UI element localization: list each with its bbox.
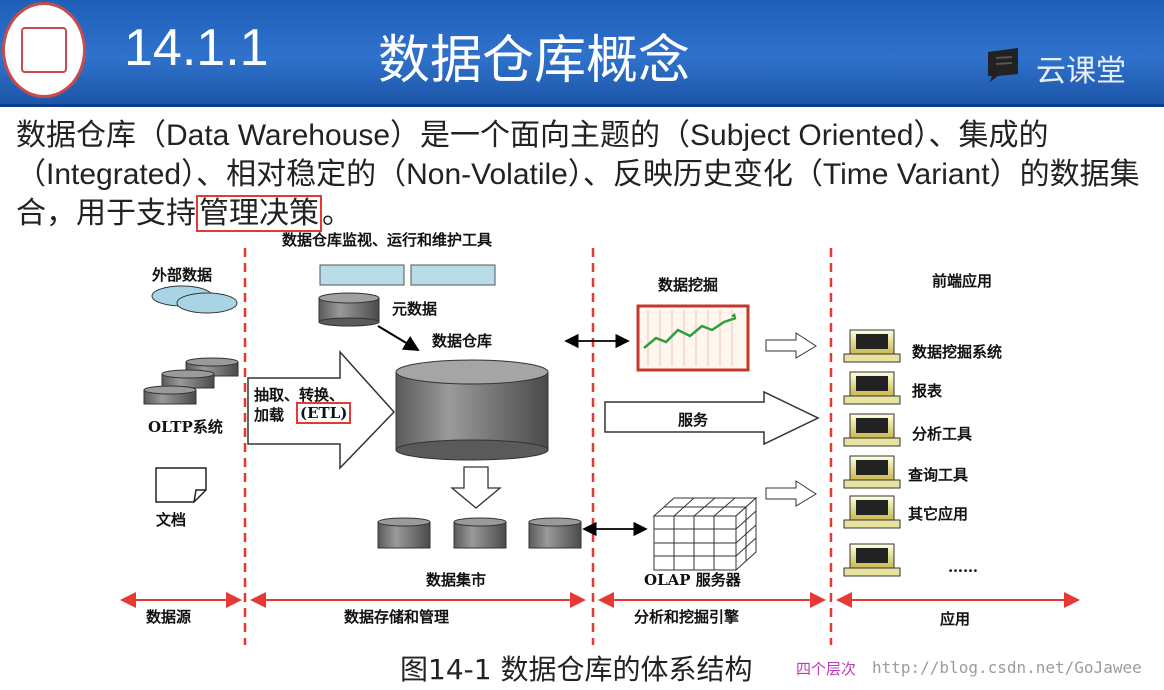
logo-emblem xyxy=(21,27,67,73)
mart-down-arrow xyxy=(450,466,502,509)
external-data-label: 外部数据 xyxy=(152,266,213,284)
external-data-icon xyxy=(151,285,238,314)
definition-end: 。 xyxy=(322,197,352,230)
layer-separators xyxy=(243,248,833,645)
metadata-icon xyxy=(318,292,380,327)
metadata-arrow xyxy=(377,325,420,352)
data-warehouse-icon xyxy=(395,359,549,461)
definition-paragraph: 数据仓库（Data Warehouse）是一个面向主题的（Subject Ori… xyxy=(16,116,1146,233)
oltp-database-icon xyxy=(143,357,239,405)
etl-label-line1: 抽取、转换、 xyxy=(254,386,345,404)
data-mining-label: 数据挖掘 xyxy=(658,276,719,294)
service-label: 服务 xyxy=(678,411,709,429)
warehouse-label: 数据仓库 xyxy=(432,332,493,350)
brand-text: 云课堂 xyxy=(1036,54,1126,89)
data-mart-label: 数据集市 xyxy=(426,571,487,589)
layer-label-app: 应用 xyxy=(940,610,971,628)
data-mining-chart-icon xyxy=(636,304,750,372)
metadata-label: 元数据 xyxy=(392,300,438,318)
app-item-4: 其它应用 xyxy=(908,505,969,523)
service-arrow xyxy=(604,390,820,446)
layer-label-engine: 分析和挖掘引擎 xyxy=(634,608,740,626)
computer-icons xyxy=(843,329,901,577)
definition-text: 数据仓库（Data Warehouse）是一个面向主题的（Subject Ori… xyxy=(16,119,1140,230)
highlight-management-decision: 管理决策 xyxy=(196,195,322,232)
docs-label: 文档 xyxy=(156,511,187,529)
brand-icon xyxy=(988,48,1018,82)
slide-title: 数据仓库概念 xyxy=(378,31,691,91)
monitor-tools-label: 数据仓库监视、运行和维护工具 xyxy=(282,231,493,249)
etl-arrow xyxy=(247,350,396,470)
section-number: 14.1.1 xyxy=(124,19,269,77)
oltp-label: OLTP系统 xyxy=(148,418,223,436)
mining-to-app-arrow xyxy=(765,332,817,359)
app-item-2: 分析工具 xyxy=(912,425,973,443)
data-mart-icons xyxy=(377,517,582,549)
app-item-3: 查询工具 xyxy=(908,466,969,484)
olap-cube-icon xyxy=(652,496,758,572)
figure-caption: 图14-1 数据仓库的体系结构 xyxy=(400,653,753,686)
watermark-url: http://blog.csdn.net/GoJawee xyxy=(872,658,1142,677)
app-item-5: …… xyxy=(948,558,978,576)
layer-label-storage: 数据存储和管理 xyxy=(344,608,450,626)
university-logo xyxy=(2,2,86,98)
app-item-0: 数据挖掘系统 xyxy=(912,343,1003,361)
olap-to-app-arrow xyxy=(765,480,817,507)
document-icon xyxy=(155,467,207,503)
olap-label: OLAP 服务器 xyxy=(644,571,741,589)
app-item-1: 报表 xyxy=(912,382,943,400)
layer-label-source: 数据源 xyxy=(146,608,192,626)
frontend-label: 前端应用 xyxy=(932,272,993,290)
header-bar: 14.1.1 数据仓库概念 云课堂 xyxy=(0,0,1164,107)
tool-bar-1 xyxy=(319,264,405,286)
etl-abbr-highlight: (ETL) xyxy=(296,402,352,424)
etl-label-line2: 加载 xyxy=(254,406,285,424)
brand-logo: 云课堂 xyxy=(984,44,1134,89)
tool-bar-2 xyxy=(410,264,496,286)
watermark-label: 四个层次 xyxy=(796,660,857,678)
